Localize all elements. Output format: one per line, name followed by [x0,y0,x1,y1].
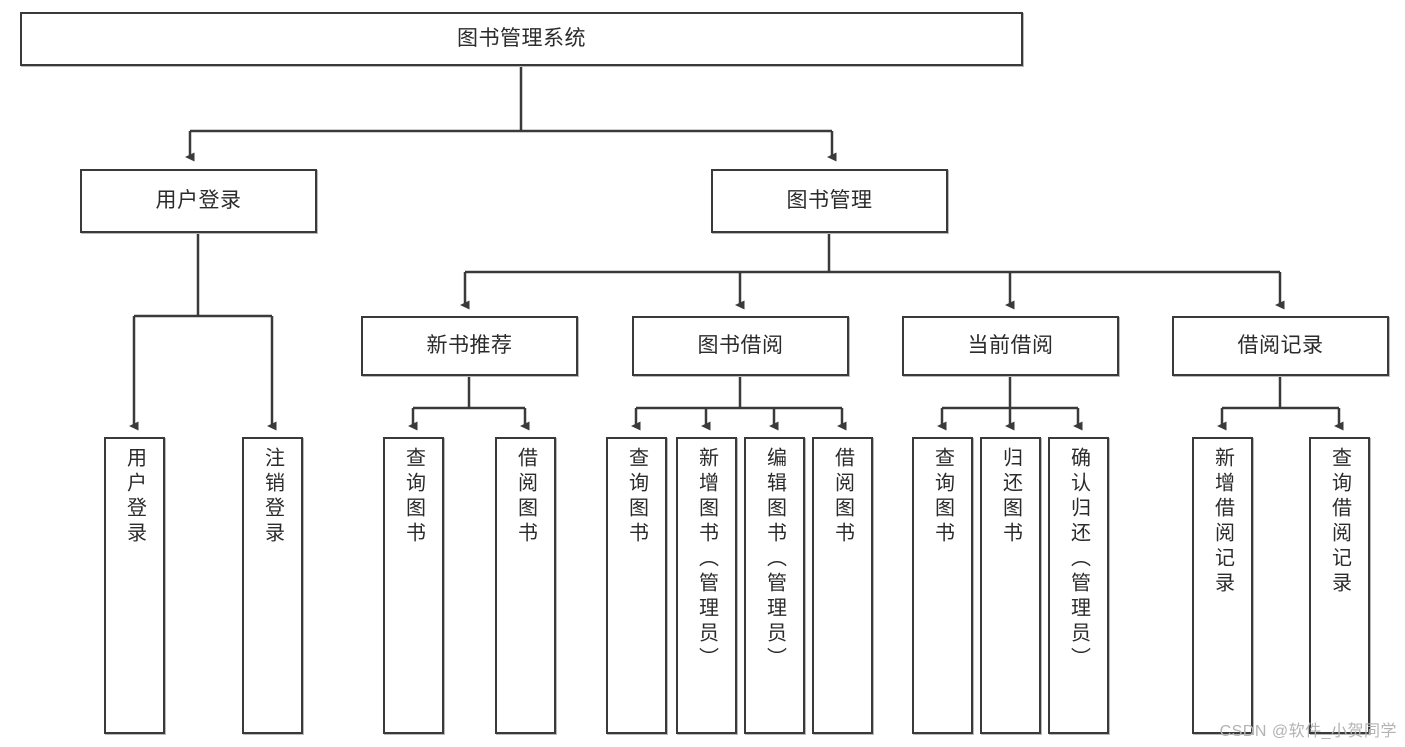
leaf-query-borrow-record[interactable]: 查询借阅记录 [1309,437,1370,734]
node-label: 查询图书 [931,447,954,547]
node-label: 编辑图书（管理员） [763,447,786,672]
leaf-edit-book-admin[interactable]: 编辑图书（管理员） [744,437,805,734]
node-label: 图书管理系统 [457,27,586,51]
leaf-query-book-current[interactable]: 查询图书 [912,437,973,734]
node-current-borrowing[interactable]: 当前借阅 [902,316,1119,376]
node-user-login[interactable]: 用户登录 [80,169,317,233]
node-book-management-system[interactable]: 图书管理系统 [20,12,1023,66]
node-label: 图书借阅 [697,334,784,358]
node-label: 用户登录 [123,447,146,547]
node-label: 借阅记录 [1237,334,1324,358]
leaf-query-book-new[interactable]: 查询图书 [383,437,444,734]
node-label: 查询借阅记录 [1328,447,1351,597]
node-label: 注销登录 [261,447,284,547]
node-label: 当前借阅 [967,334,1054,358]
node-label: 用户登录 [155,189,242,213]
node-label: 查询图书 [402,447,425,547]
node-label: 借阅图书 [831,447,854,547]
node-label: 确认归还（管理员） [1067,447,1090,672]
node-borrowing-record[interactable]: 借阅记录 [1172,316,1389,376]
node-book-management[interactable]: 图书管理 [711,169,948,233]
node-label: 新书推荐 [426,334,513,358]
leaf-user-login[interactable]: 用户登录 [104,437,165,734]
leaf-add-book-admin[interactable]: 新增图书（管理员） [676,437,737,734]
leaf-return-book[interactable]: 归还图书 [980,437,1041,734]
node-label: 查询图书 [625,447,648,547]
node-label: 新增图书（管理员） [695,447,718,672]
node-label: 图书管理 [786,189,873,213]
leaf-borrow-book-new[interactable]: 借阅图书 [495,437,556,734]
leaf-borrow-book[interactable]: 借阅图书 [812,437,873,734]
leaf-confirm-return-admin[interactable]: 确认归还（管理员） [1048,437,1109,734]
node-label: 归还图书 [999,447,1022,547]
node-new-book-recommendation[interactable]: 新书推荐 [361,316,578,376]
leaf-query-book-borrow[interactable]: 查询图书 [606,437,667,734]
node-book-borrowing[interactable]: 图书借阅 [632,316,849,376]
leaf-logout[interactable]: 注销登录 [242,437,303,734]
node-label: 借阅图书 [514,447,537,547]
node-label: 新增借阅记录 [1211,447,1234,597]
leaf-add-borrow-record[interactable]: 新增借阅记录 [1192,437,1253,734]
